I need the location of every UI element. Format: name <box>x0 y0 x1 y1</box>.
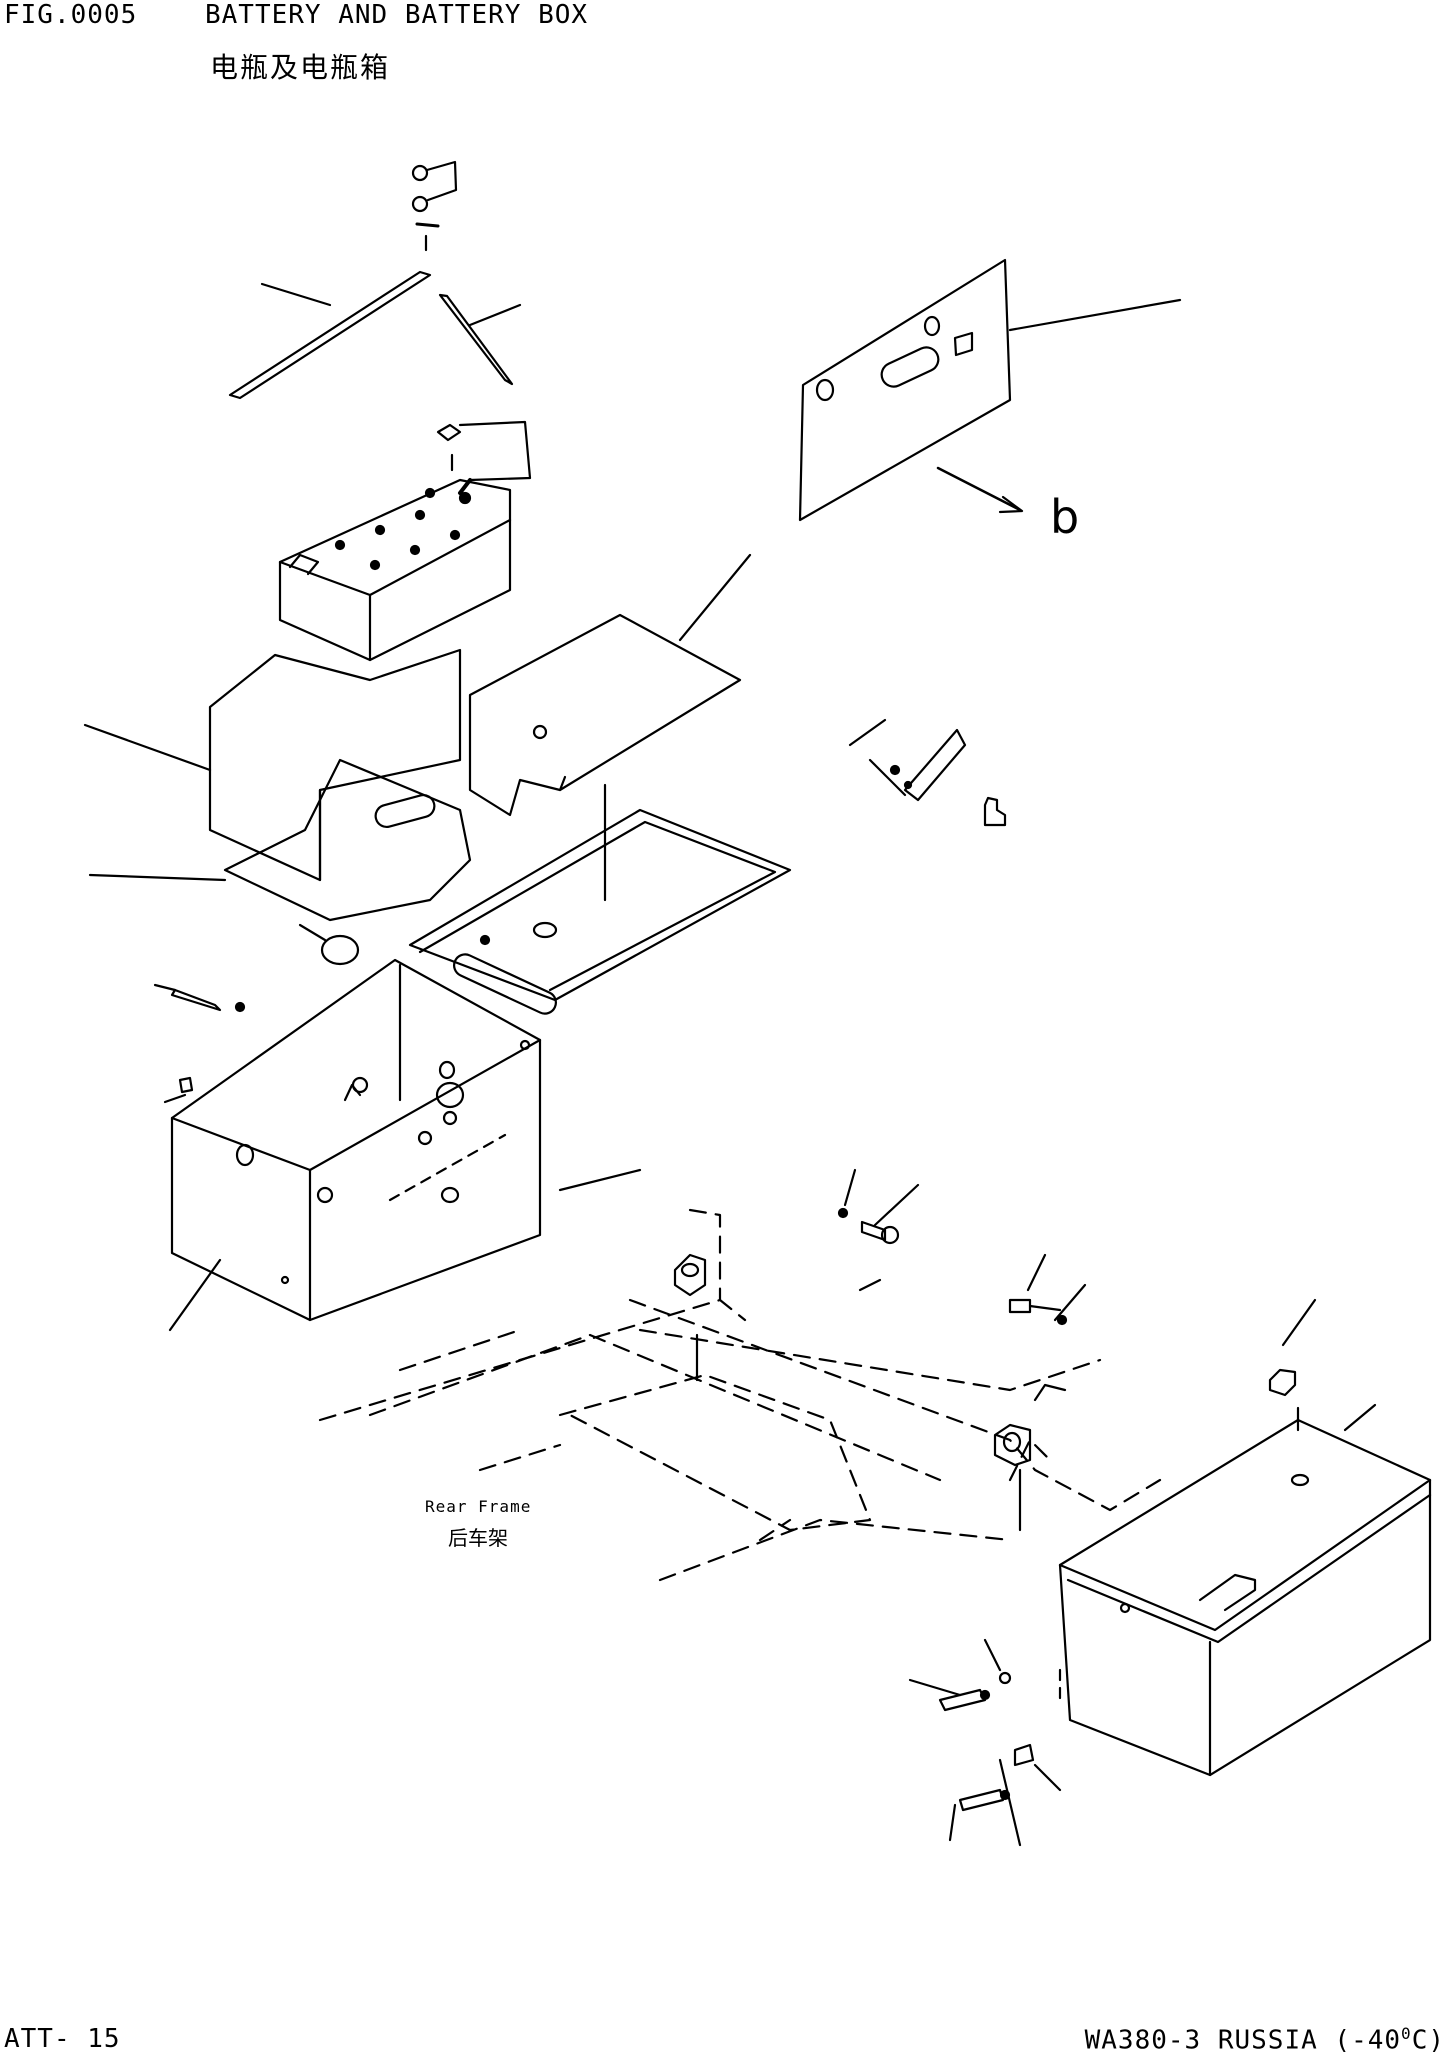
top-hardware <box>413 162 456 250</box>
retainer-clip <box>850 720 1005 825</box>
page-number: ATT- 15 <box>4 2024 121 2054</box>
figure-number: FIG.0005 <box>4 0 138 30</box>
inner-tray <box>90 760 470 920</box>
left-bolts <box>155 985 244 1102</box>
battery <box>280 422 530 660</box>
figure-title-chinese: 电瓶及电瓶箱 <box>210 51 391 84</box>
mid-bolts <box>839 1170 1085 1324</box>
model-prefix: WA380-3 RUSSIA (-40 <box>1084 2025 1402 2056</box>
rear-frame-label: Rear Frame <box>425 1497 532 1516</box>
hold-down-rods <box>230 272 520 398</box>
model-degree: 0 <box>1401 2024 1412 2043</box>
battery-box <box>170 960 540 1330</box>
figure-title: BATTERY AND BATTERY BOX <box>205 0 589 30</box>
lower-bolts <box>910 1640 1060 1845</box>
view-letter: b <box>1050 490 1080 544</box>
battery-tray <box>410 785 790 1017</box>
rear-frame-outline <box>320 1210 1160 1580</box>
battery-box-right <box>1060 1300 1430 1775</box>
rear-frame-label-chinese: 后车架 <box>448 1526 508 1550</box>
bracket-nut <box>560 1170 880 1380</box>
insulator-sheet <box>470 555 750 815</box>
model-designation: WA380-3 RUSSIA (-400C) <box>1085 2024 1445 2056</box>
rubber-cushion <box>300 925 358 964</box>
model-suffix: C) <box>1411 2025 1445 2056</box>
cover-plate <box>800 260 1180 520</box>
right-mount <box>995 1385 1065 1530</box>
battery-spacer <box>85 650 460 880</box>
